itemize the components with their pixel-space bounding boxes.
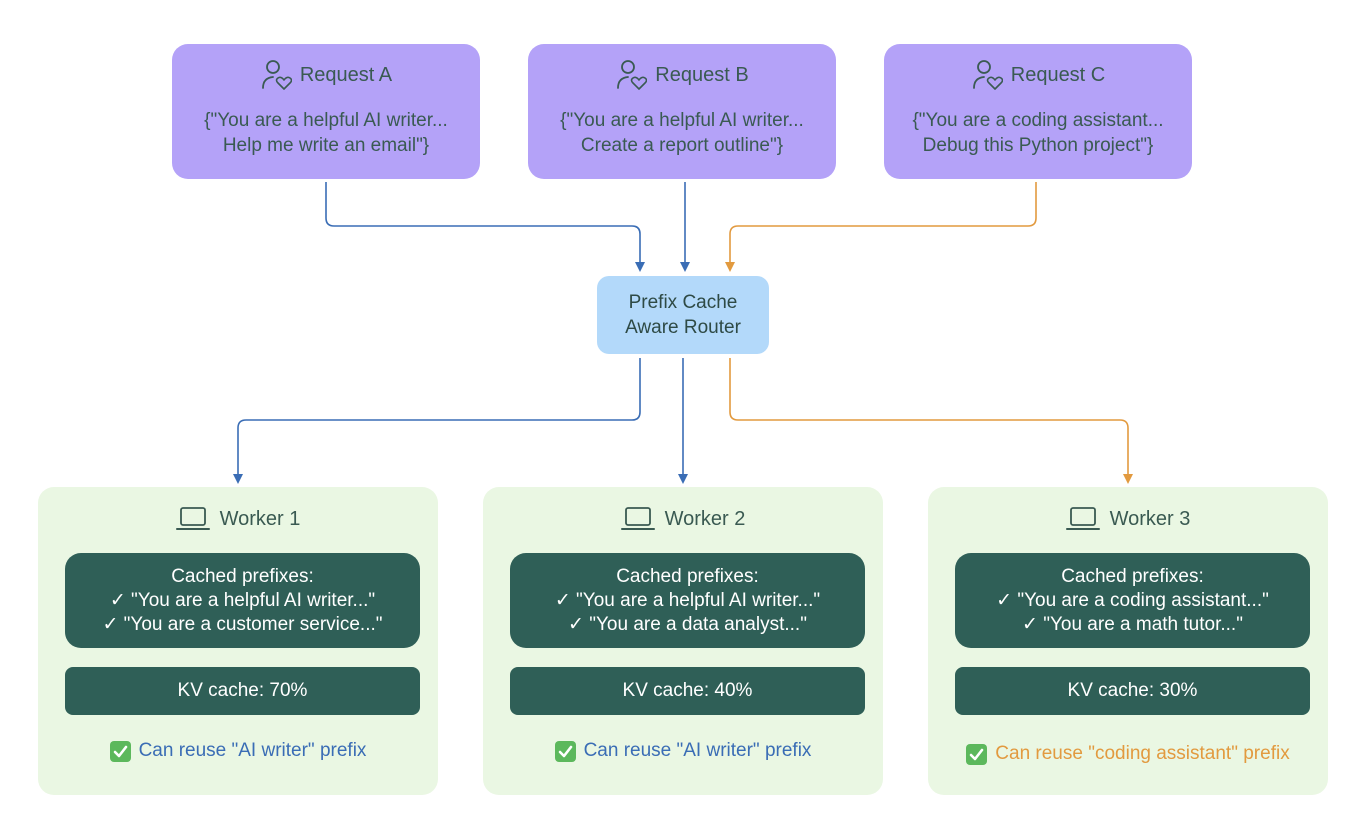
worker-2-title: Worker 2	[664, 507, 746, 530]
worker-1-cached-prefixes: Cached prefixes: ✓ "You are a helpful AI…	[65, 553, 420, 648]
request-b-prompt-line-2: Create a report outline"}	[580, 135, 784, 156]
request-b-prompt-line-1: {"You are a helpful AI writer...	[560, 110, 804, 131]
request-a-box: Request A {"You are a helpful AI writer.…	[172, 44, 480, 179]
request-a-title: Request A	[299, 63, 393, 86]
request-a-header: Request A	[172, 58, 480, 92]
arrow-router-to-worker-1	[233, 358, 641, 484]
request-a-prompt-line-1: {"You are a helpful AI writer...	[204, 110, 448, 131]
request-c-prompt-line-2: Debug this Python project"}	[922, 135, 1154, 156]
worker-3-title: Worker 3	[1109, 507, 1191, 530]
router-label-line-1: Prefix Cache	[628, 292, 738, 313]
worker-3-cached-prefixes: Cached prefixes: ✓ "You are a coding ass…	[955, 553, 1310, 648]
worker-1-reuse-note: Can reuse "AI writer" prefix	[38, 737, 438, 765]
request-b-prompt: {"You are a helpful AI writer... Create …	[528, 108, 836, 158]
worker-1-title: Worker 1	[219, 507, 301, 530]
worker-1-box: Worker 1 Cached prefixes: ✓ "You are a h…	[38, 487, 438, 795]
check-mark-icon	[109, 740, 131, 762]
worker-2-reuse-text: Can reuse "AI writer" prefix	[583, 740, 812, 761]
laptop-icon	[1065, 507, 1100, 530]
worker-3-reuse-text: Can reuse "coding assistant" prefix	[995, 743, 1290, 764]
arrow-request-c-to-router	[725, 182, 1037, 272]
arrow-router-to-worker-3	[729, 358, 1133, 484]
user-heart-icon	[972, 60, 1003, 90]
worker-2-header: Worker 2	[483, 504, 883, 534]
cached-prefixes-label: Cached prefixes:	[616, 565, 759, 587]
cached-prefix-item: ✓ "You are a math tutor..."	[1022, 613, 1243, 635]
worker-2-kv-cache: KV cache: 40%	[510, 667, 865, 715]
cached-prefixes-label: Cached prefixes:	[1061, 565, 1204, 587]
worker-3-reuse-note: Can reuse "coding assistant" prefix	[928, 740, 1328, 768]
request-c-title: Request C	[1010, 63, 1106, 86]
request-a-prompt-line-2: Help me write an email"}	[222, 135, 430, 156]
user-heart-icon	[261, 60, 292, 90]
check-mark-icon	[554, 740, 576, 762]
cached-prefix-item: ✓ "You are a helpful AI writer..."	[109, 589, 376, 611]
worker-3-kv-cache: KV cache: 30%	[955, 667, 1310, 715]
worker-3-header: Worker 3	[928, 504, 1328, 534]
request-b-header: Request B	[528, 58, 836, 92]
request-c-prompt-line-1: {"You are a coding assistant...	[912, 110, 1164, 131]
worker-2-box: Worker 2 Cached prefixes: ✓ "You are a h…	[483, 487, 883, 795]
check-mark-icon	[966, 743, 988, 765]
worker-1-reuse-text: Can reuse "AI writer" prefix	[138, 740, 367, 761]
request-c-box: Request C {"You are a coding assistant..…	[884, 44, 1192, 179]
cached-prefix-item: ✓ "You are a data analyst..."	[568, 613, 807, 635]
arrow-request-a-to-router	[325, 182, 645, 272]
worker-1-header: Worker 1	[38, 504, 438, 534]
laptop-icon	[620, 507, 655, 530]
router-box: Prefix Cache Aware Router	[597, 276, 769, 354]
request-a-prompt: {"You are a helpful AI writer... Help me…	[172, 108, 480, 158]
request-c-prompt: {"You are a coding assistant... Debug th…	[884, 108, 1192, 158]
cached-prefix-item: ✓ "You are a helpful AI writer..."	[554, 589, 821, 611]
worker-1-kv-cache: KV cache: 70%	[65, 667, 420, 715]
worker-2-cached-prefixes: Cached prefixes: ✓ "You are a helpful AI…	[510, 553, 865, 648]
cached-prefix-item: ✓ "You are a coding assistant..."	[996, 589, 1269, 611]
laptop-icon	[175, 507, 210, 530]
request-c-header: Request C	[884, 58, 1192, 92]
worker-3-box: Worker 3 Cached prefixes: ✓ "You are a c…	[928, 487, 1328, 795]
worker-2-reuse-note: Can reuse "AI writer" prefix	[483, 737, 883, 765]
request-b-title: Request B	[655, 63, 749, 86]
user-heart-icon	[617, 60, 648, 90]
router-label-line-2: Aware Router	[625, 317, 741, 338]
cached-prefix-item: ✓ "You are a customer service..."	[102, 613, 383, 635]
request-b-box: Request B {"You are a helpful AI writer.…	[528, 44, 836, 179]
cached-prefixes-label: Cached prefixes:	[171, 565, 314, 587]
